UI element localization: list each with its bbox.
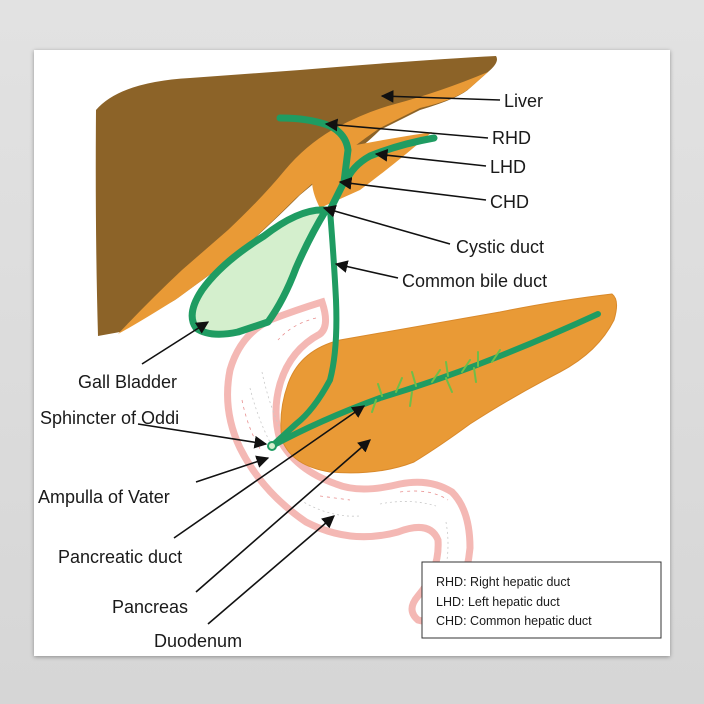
label-duodenum: Duodenum bbox=[154, 631, 242, 651]
legend-item-chd: CHD: Common hepatic duct bbox=[436, 614, 592, 628]
arrow-liver bbox=[380, 89, 501, 103]
arrow-sphincter bbox=[137, 423, 268, 449]
label-sphincter: Sphincter of Oddi bbox=[40, 408, 179, 428]
arrow-cystic-duct bbox=[322, 205, 451, 245]
legend-item-lhd: LHD: Left hepatic duct bbox=[436, 595, 560, 609]
arrow-pancreas bbox=[195, 439, 371, 593]
label-pancreatic-duct: Pancreatic duct bbox=[58, 547, 182, 567]
left-hepatic-duct bbox=[342, 134, 438, 186]
label-gall-bladder: Gall Bladder bbox=[78, 372, 177, 392]
legend-item-rhd: RHD: Right hepatic duct bbox=[436, 575, 571, 589]
label-liver: Liver bbox=[504, 91, 543, 111]
arrow-lhd bbox=[374, 148, 487, 167]
arrow-pancreatic-duct bbox=[173, 405, 366, 539]
label-lhd: LHD bbox=[490, 157, 526, 177]
labels: Liver RHD LHD CHD Cystic duct Common bil… bbox=[38, 91, 547, 651]
label-ampulla: Ampulla of Vater bbox=[38, 487, 170, 507]
label-cystic-duct: Cystic duct bbox=[456, 237, 544, 257]
pancreatic-duct-branches bbox=[371, 349, 501, 413]
arrow-gall-bladder bbox=[141, 321, 210, 365]
label-arrows bbox=[137, 89, 501, 625]
legend-box: RHD: Right hepatic duct LHD: Left hepati… bbox=[421, 561, 662, 639]
ampulla-marker bbox=[267, 441, 277, 451]
label-rhd: RHD bbox=[492, 128, 531, 148]
arrow-common-bile-duct bbox=[334, 260, 399, 279]
liver-light-lobe bbox=[118, 72, 488, 334]
arrow-rhd bbox=[324, 118, 489, 139]
pancreatic-duct-main bbox=[269, 311, 601, 449]
label-pancreas: Pancreas bbox=[112, 597, 188, 617]
label-chd: CHD bbox=[490, 192, 529, 212]
arrow-chd bbox=[338, 177, 487, 201]
arrow-ampulla bbox=[195, 455, 270, 483]
arrow-duodenum bbox=[207, 515, 335, 625]
label-common-bile-duct: Common bile duct bbox=[402, 271, 547, 291]
common-bile-duct bbox=[269, 207, 340, 449]
